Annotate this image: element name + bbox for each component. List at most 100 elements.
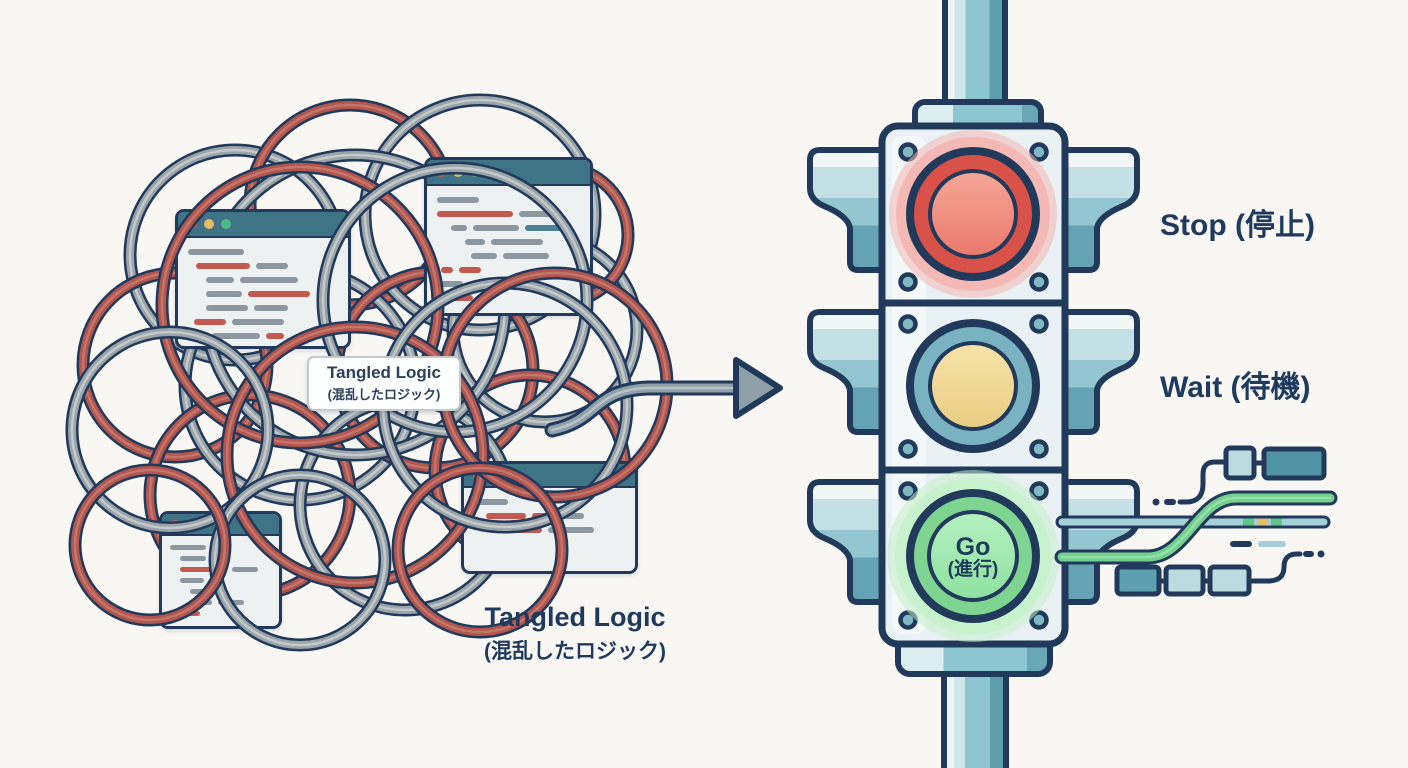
code-line-segment [437,197,479,203]
code-line [437,295,580,301]
screw-icon [898,142,918,162]
tangle-center-label-subtitle: (混乱したロジック) [327,387,441,402]
stop-label: Stop (停止) [1160,209,1315,242]
window-dot-red-icon [473,470,483,480]
code-line-segment [206,277,234,283]
code-line [170,600,271,605]
code-line-segment [451,225,467,231]
code-line-segment [194,319,226,325]
code-line [188,277,338,283]
window-titlebar [464,464,635,488]
screw-icon [898,481,918,501]
screw-icon [1029,481,1049,501]
wait-label: Wait (待機) [1160,371,1311,404]
code-line [437,239,580,245]
wire-segment-green [1243,518,1254,526]
window-dot-green-icon [470,167,480,177]
pole-bottom [941,655,1009,768]
circuit-component [1207,564,1252,597]
pole-cap-bottom [895,625,1053,677]
window-dot-green-icon [221,219,231,229]
screw-icon [898,314,918,334]
code-area [178,238,348,346]
code-line [188,263,338,269]
code-line-segment [437,295,473,301]
code-line-segment [441,267,453,273]
wire-loop [65,325,275,535]
code-line [188,249,338,255]
circuit-component [1223,445,1257,481]
code-line-segment [486,513,526,519]
code-line-segment [196,263,250,269]
tangle-center-label: Tangled Logic (混乱したロジック) [307,356,461,411]
go-light-text: Go (進行) [913,524,1033,590]
window-dot-yellow-icon [490,470,500,480]
code-window-bottom-left [159,511,282,629]
screw-icon [898,439,918,459]
tangle-caption-title: Tangled Logic [484,602,666,632]
code-line [474,513,625,519]
code-line-segment [180,556,206,561]
window-dot-red-icon [171,520,179,528]
code-line-segment [519,211,561,217]
code-line [437,281,580,287]
code-line [188,333,338,339]
code-line-segment [248,291,310,297]
code-line-segment [554,513,584,519]
go-light-text-line2: (進行) [947,559,999,581]
code-window-bottom-right [461,461,638,574]
code-line-segment [474,499,508,505]
code-window-top-right [424,157,593,316]
code-line [170,589,271,594]
window-dot-yellow-icon [453,167,463,177]
code-line [474,527,625,533]
circuit-wires [1054,445,1338,597]
code-line-segment [473,225,519,231]
screw-icon [1029,439,1049,459]
code-line-segment [532,513,548,519]
code-line-segment [232,567,258,572]
code-line-segment [266,333,284,339]
code-line-segment [206,291,242,297]
wire-segment-yellow [1257,518,1268,526]
screw-icon [898,610,918,630]
code-line-segment [491,239,543,245]
code-line-segment [525,225,569,231]
code-line-segment [240,277,298,283]
tangle-caption: Tangled Logic (混乱したロジック) [425,602,725,665]
window-titlebar [427,160,590,186]
code-line [474,499,625,505]
screw-icon [1029,272,1049,292]
code-area [162,536,279,626]
code-line-segment [218,600,244,605]
pole-cap-top [912,99,1044,139]
code-line-segment [206,305,248,311]
screw-icon [898,272,918,292]
code-line [170,611,271,616]
code-line [437,267,580,273]
code-line-segment [190,589,218,594]
code-line-segment [180,567,226,572]
code-line-segment [441,281,463,287]
code-line-segment [548,527,594,533]
code-line-segment [465,239,485,245]
code-line [188,291,338,297]
code-line [170,545,271,550]
code-line-segment [469,281,485,287]
flow-arrow-icon [544,357,783,438]
window-dot-yellow-icon [204,219,214,229]
tangle-center-label-title: Tangled Logic [327,363,441,382]
code-line-segment [180,578,204,583]
screw-icon [1029,142,1049,162]
yellow-light [906,319,1040,453]
code-line-segment [170,545,206,550]
screw-icon [1029,314,1049,334]
code-line-segment [459,267,481,273]
circuit-component [1163,564,1206,597]
code-line [188,305,338,311]
code-line [437,253,580,259]
circuit-component [1114,564,1162,597]
code-line-segment [254,305,288,311]
window-titlebar [178,212,348,238]
window-dot-red-icon [436,167,446,177]
